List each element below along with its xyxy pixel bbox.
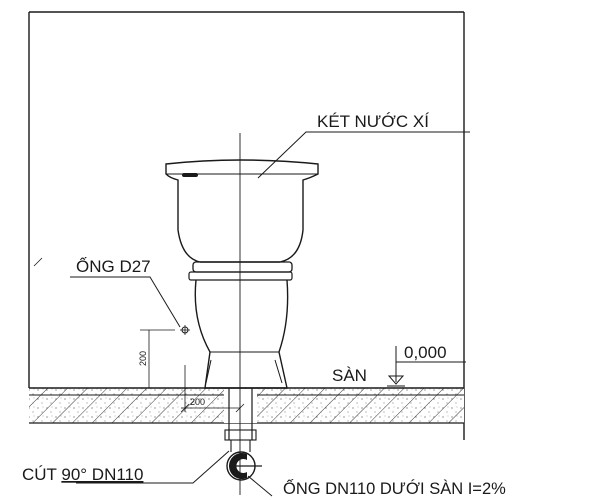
floor-slab — [29, 387, 464, 440]
toilet-seat — [192, 261, 293, 273]
toilet-bowl — [194, 279, 289, 389]
elbow-label-spec: 90° DN110 — [61, 465, 143, 484]
flush-lever-icon — [182, 173, 198, 177]
drain-pipe-assembly — [224, 429, 262, 481]
floor-level-value: 0,000 — [404, 343, 447, 362]
dimension-horizontal: 200 — [180, 365, 245, 413]
elbow-label: CÚT 90° DN110 — [22, 465, 143, 484]
supply-pipe-marker — [180, 325, 190, 335]
supply-pipe-label: ỐNG D27 — [76, 256, 151, 276]
elbow-label-prefix: CÚT — [22, 465, 61, 484]
floor-level-symbol — [387, 346, 466, 387]
leader-lines — [33, 131, 470, 497]
toilet — [165, 159, 319, 389]
drain-pipe-label: ỐNG DN110 DƯỚI SÀN I=2% — [283, 478, 506, 498]
cistern-tank — [165, 159, 319, 263]
tank-label: KÉT NƯỚC XÍ — [317, 112, 429, 131]
dimension-horizontal-text: 200 — [190, 397, 205, 407]
dimension-vertical-text: 200 — [138, 351, 148, 366]
dimension-vertical: 200 — [138, 329, 175, 389]
floor-label: SÀN — [332, 366, 367, 385]
wall-frame — [28, 11, 465, 440]
